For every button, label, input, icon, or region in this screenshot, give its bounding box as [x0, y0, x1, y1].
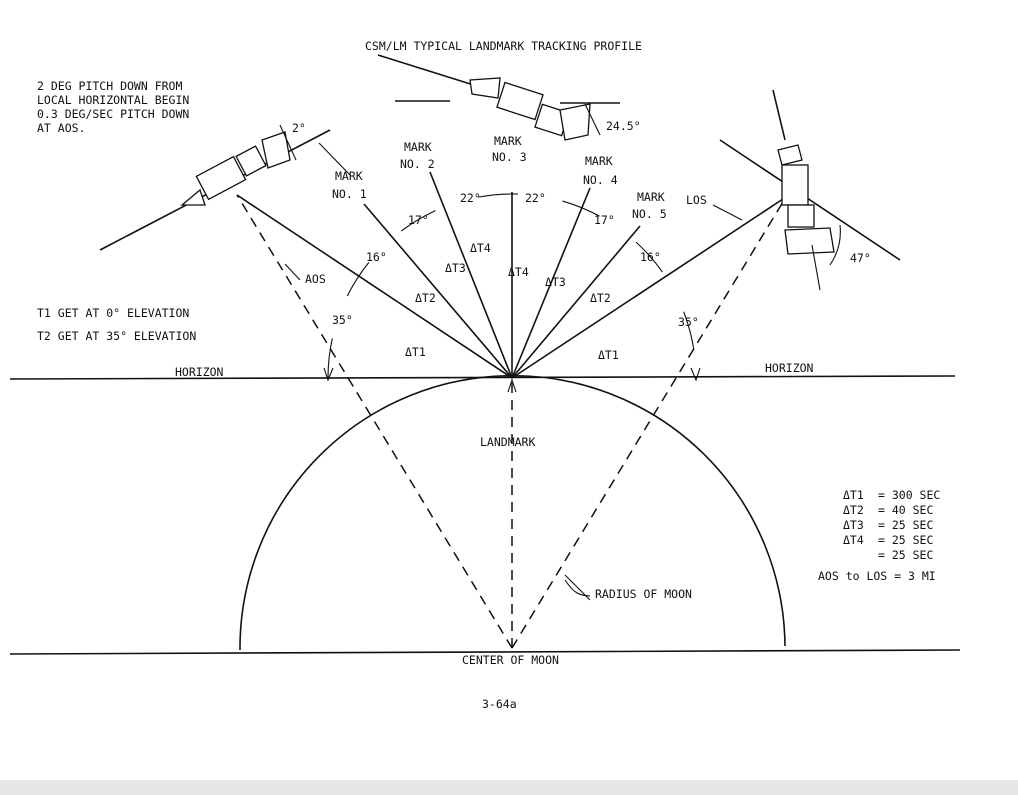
- svg-text:ΔT4: ΔT4: [470, 241, 491, 255]
- svg-text:AT AOS.: AT AOS.: [37, 121, 85, 135]
- svg-text:MARK: MARK: [585, 154, 613, 168]
- svg-text:= 40 SEC: = 40 SEC: [878, 503, 933, 517]
- landmark-label: LANDMARK: [480, 435, 535, 449]
- svg-text:MARK: MARK: [404, 140, 432, 154]
- sight-lines: [236, 171, 787, 379]
- svg-text:MARK: MARK: [494, 134, 522, 148]
- svg-text:35°: 35°: [332, 313, 353, 327]
- pitch-note: 2 DEG PITCH DOWN FROM LOCAL HORIZONTAL B…: [37, 79, 189, 135]
- horizon-label-right: HORIZON: [765, 361, 814, 375]
- diagram-title: CSM/LM TYPICAL LANDMARK TRACKING PROFILE: [365, 39, 642, 53]
- svg-text:47°: 47°: [850, 251, 871, 265]
- svg-text:T1 GET AT 0° ELEVATION: T1 GET AT 0° ELEVATION: [37, 306, 189, 320]
- svg-text:NO. 1: NO. 1: [332, 187, 367, 201]
- angle-labels: 2° 24.5° 47° 35° 35° 16° 16° 17° 17° 22°…: [292, 119, 871, 329]
- svg-text:35°: 35°: [678, 315, 699, 329]
- svg-text:NO. 4: NO. 4: [583, 173, 618, 187]
- svg-text:NO. 5: NO. 5: [632, 207, 667, 221]
- los-pointer: [712, 204, 743, 221]
- svg-text:ΔT1: ΔT1: [598, 348, 619, 362]
- horizon-label-left: HORIZON: [175, 365, 224, 379]
- svg-text:16°: 16°: [640, 250, 661, 264]
- los-label: LOS: [686, 193, 707, 207]
- arrow-icon: [507, 378, 517, 393]
- svg-text:NO. 3: NO. 3: [492, 150, 527, 164]
- time-legend: ΔT1 = 300 SEC ΔT2 = 40 SEC ΔT3 = 25 SEC ΔT4…: [818, 488, 940, 583]
- svg-text:17°: 17°: [594, 213, 615, 227]
- svg-text:ΔT4: ΔT4: [508, 265, 529, 279]
- mark-5-line: [511, 225, 641, 379]
- aos-line: [236, 194, 513, 379]
- svg-text:22°: 22°: [460, 191, 481, 205]
- svg-text:LOCAL HORIZONTAL BEGIN: LOCAL HORIZONTAL BEGIN: [37, 93, 189, 107]
- mark-4-line: [511, 187, 591, 379]
- radius-line-left: [236, 194, 513, 649]
- svg-text:ΔT3: ΔT3: [445, 261, 466, 275]
- svg-text:ΔT3: ΔT3: [843, 518, 864, 532]
- mark-1-pointer: [318, 142, 351, 176]
- page-number: 3-64a: [482, 697, 517, 711]
- angle-arc: [327, 193, 697, 379]
- csm-lm-spacecraft-top: [377, 54, 620, 141]
- svg-text:ΔT2: ΔT2: [843, 503, 864, 517]
- svg-text:ΔT4: ΔT4: [843, 533, 864, 547]
- svg-text:T2 GET AT 35° ELEVATION: T2 GET AT 35° ELEVATION: [37, 329, 196, 343]
- radius-label: RADIUS OF MOON: [595, 587, 692, 601]
- svg-text:22°: 22°: [525, 191, 546, 205]
- delta-t-labels: ΔT1 ΔT1 ΔT2 ΔT2 ΔT3 ΔT3 ΔT4 ΔT4: [405, 241, 619, 362]
- svg-text:MARK: MARK: [335, 169, 363, 183]
- svg-text:ΔT3: ΔT3: [545, 275, 566, 289]
- center-label: CENTER OF MOON: [462, 653, 559, 667]
- svg-text:ΔT2: ΔT2: [590, 291, 611, 305]
- svg-text:= 300 SEC: = 300 SEC: [878, 488, 940, 502]
- svg-text:ΔT2: ΔT2: [415, 291, 436, 305]
- svg-text:0.3 DEG/SEC PITCH DOWN: 0.3 DEG/SEC PITCH DOWN: [37, 107, 189, 121]
- svg-text:2 DEG PITCH DOWN FROM: 2 DEG PITCH DOWN FROM: [37, 79, 182, 93]
- radius-line-right: [511, 196, 787, 649]
- svg-text:AOS to LOS = 3 MI: AOS to LOS = 3 MI: [818, 569, 936, 583]
- aos-pointer: [284, 263, 301, 281]
- svg-text:MARK: MARK: [637, 190, 665, 204]
- csm-lm-spacecraft-right: [719, 89, 901, 291]
- los-line: [511, 196, 787, 379]
- svg-text:= 25 SEC: = 25 SEC: [878, 533, 933, 547]
- base-line: [9, 649, 961, 655]
- svg-text:= 25 SEC: = 25 SEC: [878, 548, 933, 562]
- svg-text:2°: 2°: [292, 121, 306, 135]
- time-definitions: T1 GET AT 0° ELEVATION T2 GET AT 35° ELE…: [37, 306, 196, 343]
- svg-text:ΔT1: ΔT1: [405, 345, 426, 359]
- radius-pointer-2: [564, 574, 591, 601]
- svg-text:= 25 SEC: = 25 SEC: [878, 518, 933, 532]
- aos-label: AOS: [305, 272, 326, 286]
- radius-pointer: [564, 579, 591, 597]
- mark-2-line: [429, 171, 513, 379]
- arc-arrow-icon: [323, 367, 701, 382]
- csm-lm-spacecraft-left: [99, 124, 331, 251]
- svg-text:NO. 2: NO. 2: [400, 157, 435, 171]
- svg-text:ΔT1: ΔT1: [843, 488, 864, 502]
- svg-text:17°: 17°: [408, 213, 429, 227]
- svg-text:24.5°: 24.5°: [606, 119, 641, 133]
- mark-1-line: [363, 203, 513, 379]
- scan-noise: [0, 780, 1018, 795]
- svg-text:16°: 16°: [366, 250, 387, 264]
